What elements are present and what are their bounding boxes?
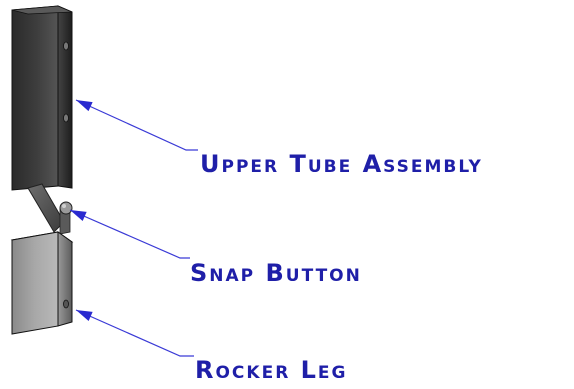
arrowhead-upper-tube bbox=[76, 100, 93, 112]
snap-button-spring bbox=[27, 183, 65, 233]
upper-tube-hole-top bbox=[63, 41, 69, 51]
leader-line-snap-button bbox=[69, 209, 190, 259]
rocker-leg-side-face bbox=[57, 231, 73, 327]
upper-tube-assembly bbox=[11, 5, 73, 191]
upper-tube-top-edge bbox=[11, 5, 73, 15]
callout-snap-button: Snap Button bbox=[190, 259, 362, 287]
arrowhead-rocker-leg bbox=[76, 310, 93, 322]
arrowhead-snap-button bbox=[70, 210, 87, 221]
callout-upper-tube-assembly: Upper Tube Assembly bbox=[200, 150, 483, 178]
callout-rocker-leg: Rocker Leg bbox=[195, 356, 348, 384]
upper-tube-side-face bbox=[57, 5, 73, 189]
rocker-leg bbox=[10, 231, 74, 335]
snap-button-assembly bbox=[27, 183, 73, 235]
leader-line-rocker-leg bbox=[75, 309, 194, 357]
leader-lines bbox=[69, 99, 198, 357]
snap-button-head bbox=[59, 201, 73, 215]
upper-tube-hole-bottom bbox=[63, 113, 69, 123]
upper-tube-front-face bbox=[11, 5, 59, 191]
leader-line-upper-tube bbox=[75, 99, 198, 151]
rocker-leg-front-face bbox=[11, 231, 59, 335]
rocker-leg-hole bbox=[63, 299, 69, 309]
snap-button-highlight bbox=[62, 204, 66, 208]
